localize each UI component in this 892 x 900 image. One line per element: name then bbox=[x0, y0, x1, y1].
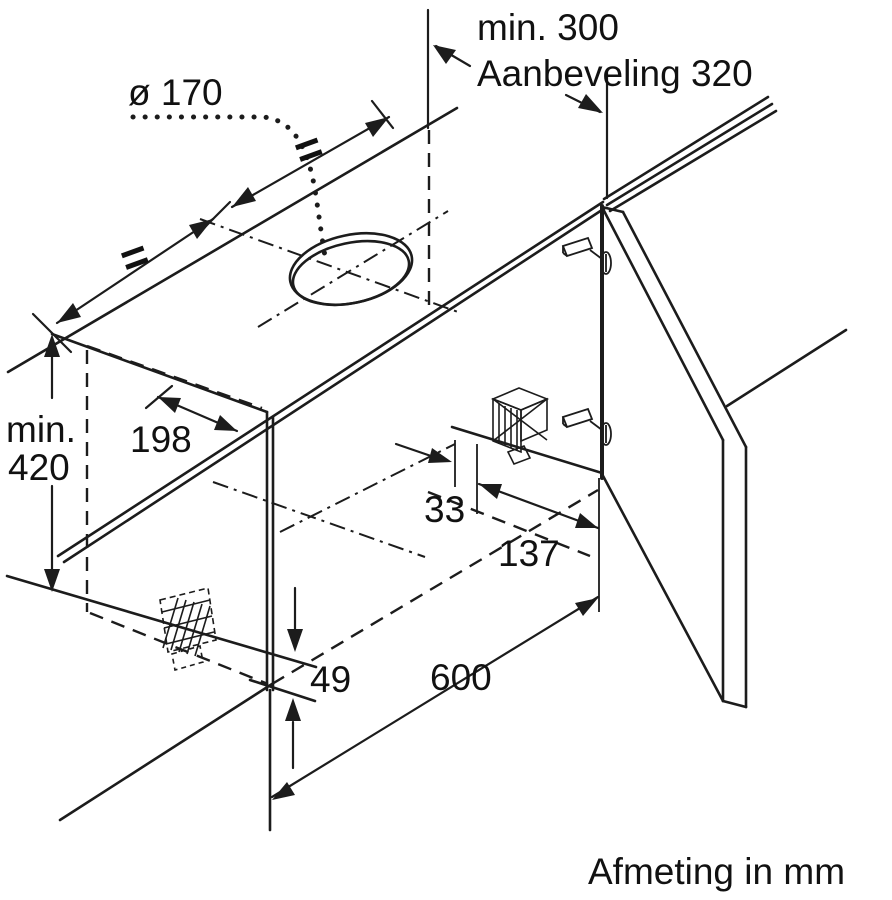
units-caption: Afmeting in mm bbox=[588, 851, 845, 892]
dimension-clearance-min: min. 300 bbox=[477, 7, 619, 48]
vent-hole bbox=[288, 232, 414, 307]
hole-leader-dotted bbox=[130, 114, 329, 265]
dimension-198: 198 bbox=[130, 419, 192, 460]
dimension-height-min-value: 420 bbox=[8, 447, 70, 488]
dimension-clearance-recommended: Aanbeveling 320 bbox=[477, 53, 753, 94]
dimension-49: 49 bbox=[310, 659, 351, 700]
dimension-600: 600 bbox=[430, 657, 492, 698]
mounting-bracket-front bbox=[490, 387, 550, 466]
mounting-bracket-rear bbox=[159, 587, 217, 672]
center-lines bbox=[199, 210, 459, 558]
equal-mark-left: = bbox=[113, 228, 156, 286]
counter-top-lines bbox=[6, 95, 848, 564]
hinge-pin-bottom bbox=[561, 407, 612, 446]
hinge-pin-top bbox=[561, 236, 612, 275]
dimension-arrows bbox=[44, 45, 603, 800]
hidden-edges bbox=[85, 130, 599, 686]
dimension-hole-diameter: ø 170 bbox=[128, 72, 223, 113]
cabinet-walls bbox=[5, 204, 604, 832]
dimension-labels: ø 170 min. 300 Aanbeveling 320 min. 420 … bbox=[6, 7, 845, 892]
door-panel bbox=[600, 205, 748, 709]
dimension-33: 33 bbox=[424, 489, 465, 530]
dimension-height-min-word: min. bbox=[6, 409, 76, 450]
equal-mark-right: = bbox=[287, 120, 330, 178]
dimension-137: 137 bbox=[498, 533, 560, 574]
